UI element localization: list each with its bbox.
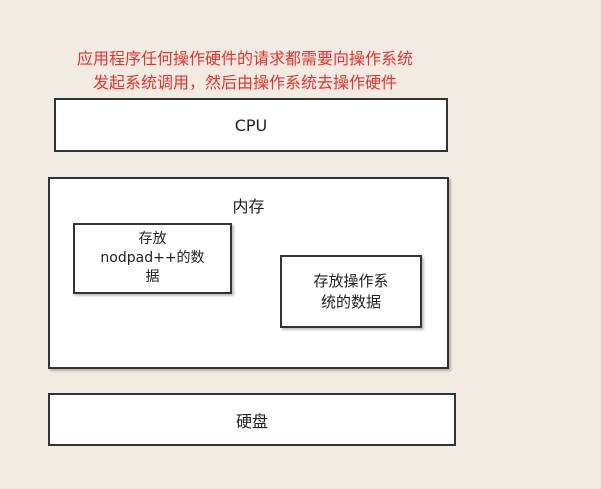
cpu-box: CPU bbox=[54, 98, 448, 152]
os-data-line-2: 统的数据 bbox=[320, 292, 381, 311]
notepad-data-text: 存放 nodpad++的数 据 bbox=[100, 230, 204, 287]
disk-label: 硬盘 bbox=[235, 411, 268, 431]
os-data-block: 存放操作系 统的数据 bbox=[280, 255, 422, 328]
os-data-text: 存放操作系 统的数据 bbox=[313, 271, 388, 313]
system-call-note-line-1: 应用程序任何操作硬件的请求都需要向操作系统 bbox=[76, 49, 413, 68]
memory-label: 内存 bbox=[232, 197, 265, 216]
os-data-line-1: 存放操作系 bbox=[313, 271, 389, 290]
cpu-label: CPU bbox=[234, 115, 268, 135]
notepad-data-line-2: nodpad++的数 bbox=[100, 250, 205, 266]
system-call-note-line-2: 发起系统调用，然后由操作系统去操作硬件 bbox=[92, 73, 397, 92]
notepad-data-line-1: 存放 bbox=[138, 231, 167, 247]
notepad-data-block: 存放 nodpad++的数 据 bbox=[73, 223, 232, 294]
disk-box: 硬盘 bbox=[48, 393, 456, 446]
notepad-data-line-3: 据 bbox=[145, 269, 160, 285]
